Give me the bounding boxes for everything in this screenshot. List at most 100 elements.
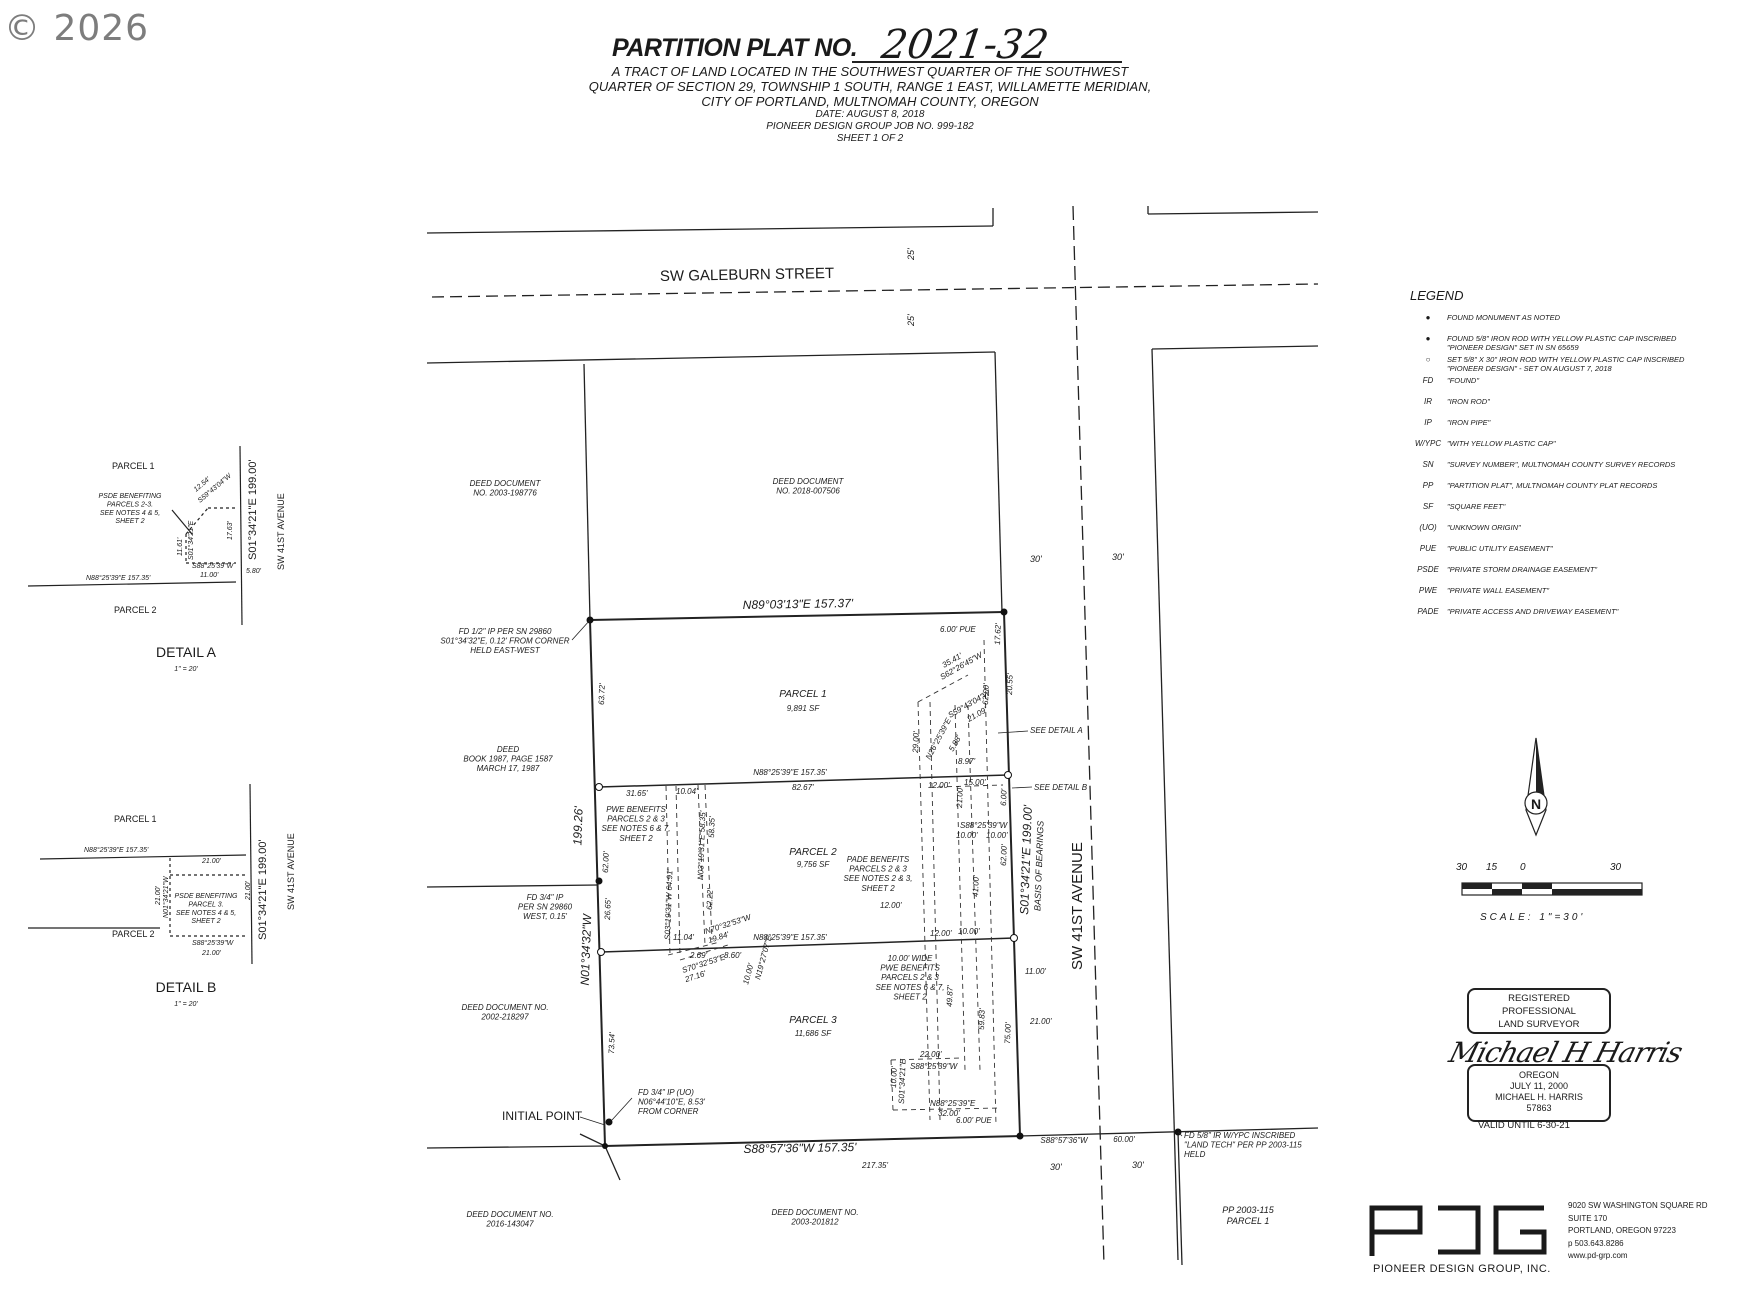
monument-w	[595, 877, 603, 885]
legend-text: "PRIVATE WALL EASEMENT"	[1447, 586, 1550, 595]
legend-text: "UNKNOWN ORIGIN"	[1447, 523, 1521, 532]
deed-s2: DEED DOCUMENT NO.2003-201812	[771, 1208, 858, 1227]
stamp-valid-until: VALID UNTIL 6-30-21	[1478, 1120, 1570, 1131]
line-12-bearing: N88°25'39"E 157.35'	[753, 768, 827, 777]
dim-1000a: 10.00'	[956, 831, 978, 840]
dim-1500: 15.00'	[964, 778, 986, 787]
dim-5835: 58.35'	[707, 816, 717, 838]
monument-ne	[1000, 608, 1008, 616]
legend-row: ●FOUND MONUMENT AS NOTED	[1410, 313, 1730, 334]
detail-b-parcel-2: PARCEL 2	[112, 929, 155, 939]
legend-symbol: PWE	[1418, 586, 1438, 595]
detail-a-b2: S01°34'21"E	[187, 520, 195, 560]
legend-row: SN "SURVEY NUMBER", MULTNOMAH COUNTY SURV…	[1410, 460, 1730, 481]
detail-a-line: N88°25'39"E 157.35'	[86, 574, 151, 582]
monument-sw-corner	[602, 1143, 608, 1149]
legend-symbol: SF	[1422, 502, 1434, 511]
scale-tick-0: 0	[1520, 862, 1526, 873]
scale-tick-30-right: 30	[1610, 862, 1622, 873]
sheet-number: SHEET 1 OF 2	[836, 133, 904, 144]
legend-symbol: SN	[1422, 460, 1434, 469]
legend-symbol: IR	[1424, 397, 1432, 406]
plat-date: DATE: AUGUST 8, 2018	[815, 109, 925, 120]
dim-1104: 11.04'	[673, 933, 694, 942]
legend-symbol: IP	[1424, 418, 1432, 427]
legend-text: SET 5/8" X 30" IRON ROD WITH YELLOW PLAS…	[1447, 355, 1685, 373]
bearing-s01: S01°34'21"E	[897, 1058, 908, 1104]
legend-text: "PUBLIC UTILITY EASEMENT"	[1447, 544, 1553, 553]
legend-row: FD"FOUND"	[1410, 376, 1730, 397]
dim-e1: 17.62'	[993, 623, 1003, 645]
legend-row: PADE"PRIVATE ACCESS AND DRIVEWAY EASEMEN…	[1410, 607, 1730, 628]
ave-width-e-bot: 30'	[1132, 1160, 1144, 1170]
legend-text: "SURVEY NUMBER", MULTNOMAH COUNTY SURVEY…	[1447, 460, 1676, 469]
dim-4100: 41.00'	[971, 875, 981, 897]
pdg-logo	[1369, 1205, 1547, 1256]
dim-w2: 62.00'	[601, 851, 611, 873]
se-distance: 60.00'	[1113, 1135, 1135, 1144]
bearing-s88-b: N88°25'39"E	[930, 1099, 976, 1108]
bearing-s03: S03°19'31"W 64.91'	[663, 868, 674, 940]
dim-2900: 29.00'	[911, 731, 921, 754]
basis-of-bearings: BASIS OF BEARINGS	[1032, 821, 1045, 912]
legend-row: PUE"PUBLIC UTILITY EASEMENT"	[1410, 544, 1730, 565]
detail-b-street: SW 41ST AVENUE	[286, 833, 296, 910]
monument-set-w2	[597, 948, 605, 956]
detail-b-bearing: S01°34'21"E 199.00'	[257, 839, 269, 940]
legend-row: W/YPC"WITH YELLOW PLASTIC CAP"	[1410, 439, 1730, 460]
ave-width-w-bot: 30'	[1050, 1162, 1062, 1172]
dim-269: 2.69'	[689, 951, 708, 960]
north-line-bearing: N89°03'13"E 157.37'	[743, 596, 854, 612]
detail-b-d2100c: 21.00'	[245, 880, 252, 901]
bearing-n03: N03°19'31"E 58.35'	[696, 810, 707, 880]
legend-row: ●FOUND 5/8" IRON ROD WITH YELLOW PLASTIC…	[1410, 334, 1730, 355]
detail-b-parcel-1: PARCEL 1	[114, 814, 157, 824]
se-bearing: S88°57'36"W	[1040, 1136, 1089, 1145]
legend-row: ○ SET 5/8" X 30" IRON ROD WITH YELLOW PLA…	[1410, 355, 1730, 376]
linework	[426, 205, 1319, 1266]
north-arrow: N	[1524, 737, 1548, 837]
dim-w1: 63.72'	[597, 683, 607, 705]
parcel-3-area: 11,686 SF	[795, 1029, 832, 1038]
bearing-s88-a: S88°25'39"W	[910, 1062, 959, 1071]
legend-symbol: (UO)	[1419, 523, 1437, 532]
galeburn-width-north: 25'	[906, 248, 916, 261]
detail-a-d1763: 17.63'	[227, 520, 234, 540]
dim-3200: 32.00'	[938, 1109, 960, 1118]
north-arrow-label: N	[1531, 796, 1541, 812]
deed-sw: DEED DOCUMENT NO.2002-218297	[461, 1003, 548, 1022]
detail-a-b3: S88°25'39"W	[192, 562, 235, 570]
leader-lines	[571, 619, 1183, 1137]
description-line-2: QUARTER OF SECTION 29, TOWNSHIP 1 SOUTH,…	[588, 79, 1152, 94]
monument-set-e2	[1010, 934, 1018, 942]
detail-b-d2100a: 21.00'	[201, 858, 222, 865]
parcel-2-label: PARCEL 2	[789, 847, 837, 858]
line-23-bearing: N88°25'39"E 157.35'	[753, 933, 827, 942]
dim-4987: 49.87'	[945, 985, 955, 1007]
see-detail-a: SEE DETAIL A	[1030, 726, 1083, 735]
title-underline	[852, 61, 1122, 63]
west-line-total: 199.26'	[570, 805, 585, 845]
legend-row: IR"IRON ROD"	[1410, 397, 1730, 418]
legend-symbol: ○	[1425, 355, 1431, 364]
dim-5983: 59.83'	[977, 1008, 987, 1030]
ave-width-e-top: 30'	[1112, 552, 1124, 562]
detail-b-b1: N01°34'21"W	[162, 875, 170, 918]
dim-w3b: 73.54'	[607, 1032, 617, 1054]
pue-label-1: 6.00' PUE	[940, 625, 976, 634]
parcel-1-area: 9,891 SF	[787, 704, 821, 713]
fd-sw-note: FD 3/4" IP (UO)N06°44'10"E, 8.53'FROM CO…	[638, 1088, 705, 1116]
plat-title: PARTITION PLAT NO.	[612, 34, 858, 62]
detail-b-lines	[28, 783, 253, 965]
dim-1000b: 10.00'	[986, 831, 1008, 840]
legend-text: "FOUND"	[1447, 376, 1479, 385]
monument-set-e1	[1004, 771, 1012, 779]
legend-text: "SQUARE FEET"	[1447, 502, 1506, 511]
galeburn-street-label: SW GALEBURN STREET	[660, 265, 834, 285]
